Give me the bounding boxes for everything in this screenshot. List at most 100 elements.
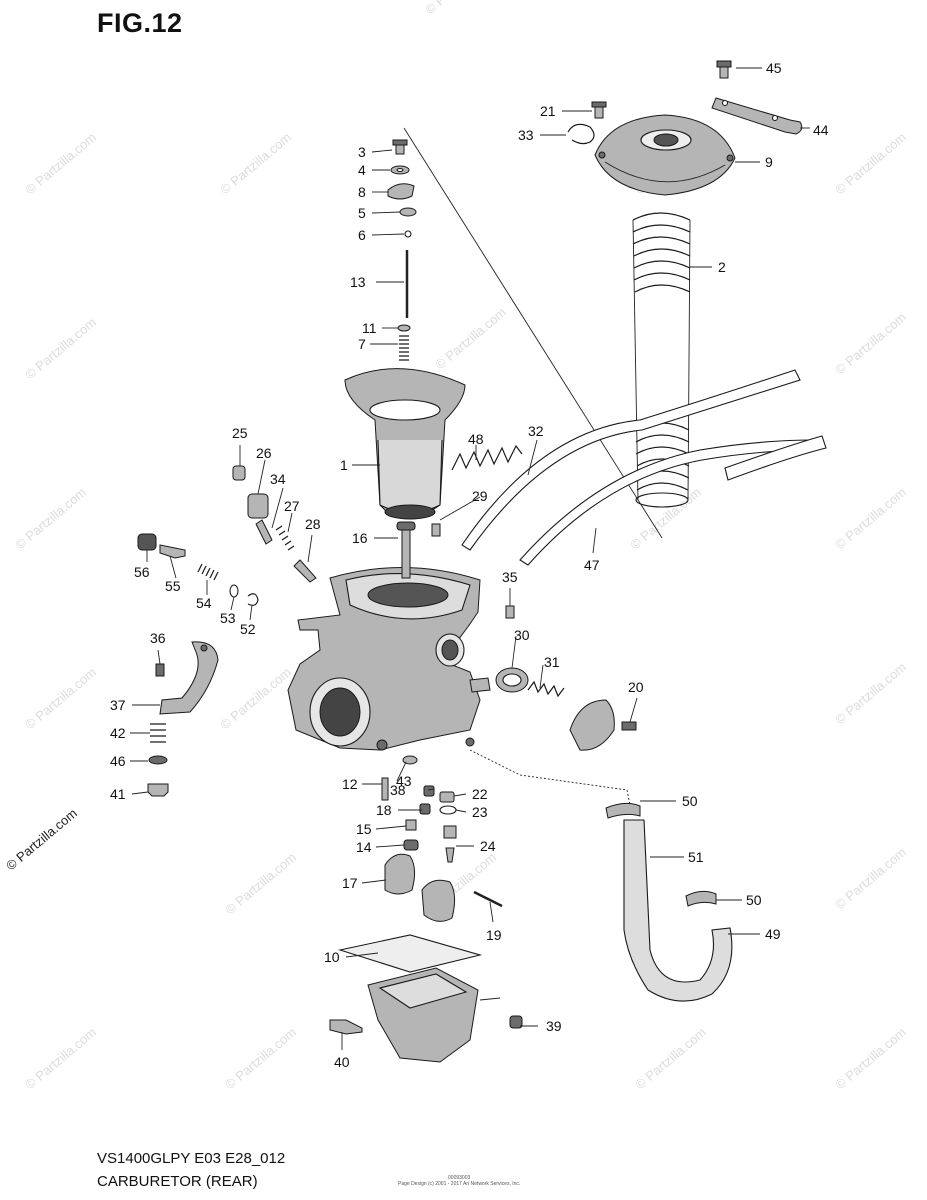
callout-19: 19 [486, 927, 502, 943]
vent-hoses [461, 369, 827, 566]
watermark: © Partzilla.com [832, 659, 909, 727]
callout-20: 20 [628, 679, 644, 695]
callout-56: 56 [134, 564, 150, 580]
callout-9: 9 [765, 154, 773, 170]
pilot-screw-group [232, 465, 317, 583]
watermark: © Partzilla.com [222, 849, 299, 917]
throttle-bracket-group [147, 641, 219, 797]
callout-48: 48 [468, 431, 484, 447]
callout-6: 6 [358, 227, 366, 243]
callout-38: 38 [390, 782, 406, 798]
spring-48 [451, 444, 523, 471]
float-bowl [329, 934, 523, 1063]
callout-28: 28 [305, 516, 321, 532]
callout-35: 35 [502, 569, 518, 585]
watermark: © Partzilla.com [832, 309, 909, 377]
callout-10: 10 [324, 949, 340, 965]
callout-leaders [130, 67, 810, 1050]
callout-44: 44 [813, 122, 829, 138]
callout-24: 24 [480, 838, 496, 854]
watermark: © Partzilla.com [22, 129, 99, 197]
figure-title: FIG.12 [97, 8, 183, 38]
callout-41: 41 [110, 786, 126, 802]
model-code: VS1400GLPY E03 E28_012 [97, 1150, 286, 1167]
callout-54: 54 [196, 595, 212, 611]
assembly-guide-line [403, 127, 663, 539]
callout-31: 31 [544, 654, 560, 670]
callout-3: 3 [358, 144, 366, 160]
callout-40: 40 [334, 1054, 350, 1070]
credit-line-2: Page Design (c) 2001 - 2017 Ari Network … [398, 1181, 521, 1187]
callout-23: 23 [472, 804, 488, 820]
callout-8: 8 [358, 184, 366, 200]
callout-5: 5 [358, 205, 366, 221]
credit-line-1: 00093003 [448, 1175, 471, 1181]
watermark: © Partzilla.com [422, 0, 499, 17]
callout-49: 49 [765, 926, 781, 942]
watermark: © Partzilla.com [12, 484, 89, 552]
watermark: © Partzilla.com [22, 664, 99, 732]
callout-1: 1 [340, 457, 348, 473]
callout-42: 42 [110, 725, 126, 741]
callout-36: 36 [150, 630, 166, 646]
callout-55: 55 [165, 578, 181, 594]
watermark: © Partzilla.com [632, 1024, 709, 1092]
vacuum-piston [344, 368, 466, 520]
callout-45: 45 [766, 60, 782, 76]
watermark: © Partzilla.com [432, 304, 509, 372]
callout-37: 37 [110, 697, 126, 713]
callout-47: 47 [584, 557, 600, 573]
callout-43: 43 [396, 773, 412, 789]
top-cover-group [567, 60, 803, 196]
callout-32: 32 [528, 423, 544, 439]
jets-and-float [381, 755, 503, 922]
callout-39: 39 [546, 1018, 562, 1034]
section-name: CARBURETOR (REAR) [97, 1173, 258, 1190]
callout-26: 26 [256, 445, 272, 461]
watermark: © Partzilla.com [22, 1024, 99, 1092]
callout-2: 2 [718, 259, 726, 275]
callout-46: 46 [110, 753, 126, 769]
callout-25: 25 [232, 425, 248, 441]
callout-14: 14 [356, 839, 372, 855]
watermark: © Partzilla.com [22, 314, 99, 382]
callout-15: 15 [356, 821, 372, 837]
callout-21: 21 [540, 103, 556, 119]
callout-18: 18 [376, 802, 392, 818]
callout-30: 30 [514, 627, 530, 643]
callout-22: 22 [472, 786, 488, 802]
watermark: © Partzilla.com [832, 129, 909, 197]
callout-51: 51 [688, 849, 704, 865]
callout-29: 29 [472, 488, 488, 504]
watermark: © Partzilla.com [832, 1024, 909, 1092]
callout-27: 27 [284, 498, 300, 514]
callout-50-upper: 50 [682, 793, 698, 809]
overflow-hose [605, 802, 733, 1002]
callout-53: 53 [220, 610, 236, 626]
watermark: © Partzilla.com [217, 664, 294, 732]
callout-labels: 1 2 3 4 5 6 7 8 9 10 11 12 13 14 15 16 1… [110, 60, 829, 1070]
callout-12: 12 [342, 776, 358, 792]
callout-7: 7 [358, 336, 366, 352]
page-credit: 00093003 Page Design (c) 2001 - 2017 Ari… [398, 1175, 520, 1187]
watermark: © Partzilla.com [832, 844, 909, 912]
callout-16: 16 [352, 530, 368, 546]
callout-4: 4 [358, 162, 366, 178]
callout-34: 34 [270, 471, 286, 487]
needle-stack [387, 139, 417, 361]
callout-17: 17 [342, 875, 358, 891]
watermark: © Partzilla.com [832, 484, 909, 552]
piston-spring-2 [632, 212, 691, 508]
callout-52: 52 [240, 621, 256, 637]
callout-11: 11 [362, 320, 377, 336]
callout-50-lower: 50 [746, 892, 762, 908]
carburetor-body [287, 521, 637, 751]
callout-13: 13 [350, 274, 366, 290]
callout-33: 33 [518, 127, 534, 143]
watermark: © Partzilla.com [627, 484, 704, 552]
watermark: © Partzilla.com [222, 1024, 299, 1092]
hose-guide-line [469, 749, 631, 806]
watermark: © Partzilla.com [217, 129, 294, 197]
